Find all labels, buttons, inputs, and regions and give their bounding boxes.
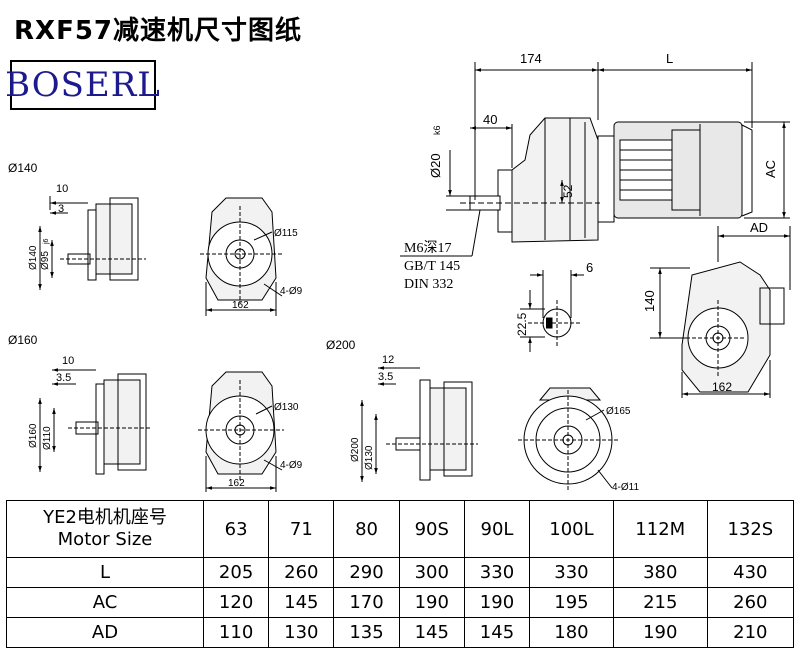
table-cell: 110 [202, 617, 270, 648]
table-cell: 260 [706, 587, 795, 618]
column-header: 90L [463, 500, 531, 558]
flange-140-front [200, 197, 283, 316]
row-label: AC [6, 587, 204, 618]
keyway-detail [520, 270, 584, 352]
flange-200-front [518, 387, 618, 492]
svg-text:Ø140: Ø140 [8, 161, 38, 175]
svg-text:162: 162 [712, 380, 732, 394]
svg-text:3: 3 [58, 203, 64, 215]
svg-text:L: L [666, 51, 673, 66]
svg-text:12: 12 [382, 354, 394, 366]
table-cell: 135 [333, 617, 400, 648]
svg-text:DIN 332: DIN 332 [404, 277, 453, 292]
table-header-row: YE2电机机座号 Motor Size 63 71 80 90S 90L 100… [6, 500, 795, 558]
brand-logo: BOSERL [5, 60, 160, 110]
svg-text:4-Ø11: 4-Ø11 [612, 482, 639, 493]
svg-text:M6深17: M6深17 [404, 240, 451, 256]
svg-text:Ø160: Ø160 [28, 423, 39, 448]
svg-text:52: 52 [561, 184, 575, 198]
table-cell: 170 [333, 587, 400, 618]
flange-160-front [198, 371, 284, 492]
table-row: L 205 260 290 300 330 330 380 430 [6, 557, 795, 588]
column-header: 80 [333, 500, 400, 558]
table-cell: 290 [333, 557, 400, 588]
table-cell: 205 [202, 557, 270, 588]
table-cell: 330 [463, 557, 531, 588]
svg-text:Ø130: Ø130 [364, 445, 375, 470]
svg-text:GB/T 145: GB/T 145 [404, 259, 460, 274]
svg-text:Ø110: Ø110 [42, 426, 53, 450]
table-cell: 120 [202, 587, 270, 618]
side-view [400, 62, 790, 257]
technical-drawing: 174 L 40 AC Ø20 k6 52 M6深17 GB/T 145 DIN… [8, 51, 791, 493]
table-row: AD 110 130 135 145 145 180 190 210 [6, 617, 795, 648]
column-header: 132S [706, 500, 795, 558]
column-header: 63 [202, 500, 270, 558]
svg-text:Ø130: Ø130 [274, 402, 299, 413]
table-cell: 190 [612, 617, 708, 648]
column-header: 100L [529, 500, 614, 558]
svg-text:10: 10 [56, 183, 68, 195]
table-cell: 300 [398, 557, 465, 588]
svg-text:40: 40 [483, 112, 497, 127]
table-cell: 145 [398, 617, 465, 648]
flange-200-side [360, 366, 478, 482]
svg-text:Ø95: Ø95 [40, 251, 51, 270]
svg-text:Ø165: Ø165 [606, 406, 631, 417]
svg-text:174: 174 [520, 51, 542, 66]
svg-text:140: 140 [642, 290, 657, 312]
table-cell: 190 [463, 587, 531, 618]
svg-text:162: 162 [228, 478, 245, 489]
flange-140-side [38, 196, 146, 290]
table-cell: 195 [529, 587, 614, 618]
svg-text:10: 10 [62, 355, 74, 367]
column-header: 112M [612, 500, 708, 558]
table-cell: 180 [529, 617, 614, 648]
svg-text:AC: AC [763, 160, 778, 178]
table-cell: 430 [706, 557, 795, 588]
svg-text:Ø200: Ø200 [326, 338, 356, 352]
svg-text:j6: j6 [43, 238, 50, 245]
svg-text:162: 162 [232, 300, 249, 311]
table-header-label: YE2电机机座号 Motor Size [6, 500, 204, 558]
table-cell: 145 [268, 587, 335, 618]
svg-text:Ø140: Ø140 [28, 245, 39, 270]
svg-text:Ø20: Ø20 [428, 153, 443, 178]
svg-text:3.5: 3.5 [56, 372, 71, 384]
side-view-labels: 174 L 40 AC Ø20 k6 52 M6深17 GB/T 145 DIN… [404, 51, 778, 292]
svg-text:Ø160: Ø160 [8, 333, 38, 347]
table-cell: 190 [398, 587, 465, 618]
table-cell: 130 [268, 617, 335, 648]
table-cell: 210 [706, 617, 795, 648]
row-label: L [6, 557, 204, 588]
svg-text:4-Ø9: 4-Ø9 [280, 286, 303, 297]
flange-160-side [38, 368, 150, 475]
svg-text:22.5: 22.5 [515, 312, 529, 336]
row-label: AD [6, 617, 204, 648]
svg-text:Ø200: Ø200 [350, 437, 361, 462]
table-cell: 380 [612, 557, 708, 588]
page-title: RXF57减速机尺寸图纸 [14, 16, 303, 46]
svg-text:6: 6 [586, 260, 593, 275]
table-row: AC 120 145 170 190 190 195 215 260 [6, 587, 795, 618]
motor-size-table: YE2电机机座号 Motor Size 63 71 80 90S 90L 100… [6, 500, 795, 648]
table-cell: 215 [612, 587, 708, 618]
table-cell: 260 [268, 557, 335, 588]
column-header: 71 [268, 500, 335, 558]
svg-text:4-Ø9: 4-Ø9 [280, 460, 303, 471]
svg-text:Ø115: Ø115 [274, 228, 298, 239]
svg-text:k6: k6 [432, 125, 442, 135]
svg-text:AD: AD [750, 220, 768, 235]
table-cell: 330 [529, 557, 614, 588]
table-cell: 145 [463, 617, 531, 648]
svg-text:3.5: 3.5 [378, 371, 393, 383]
column-header: 90S [398, 500, 465, 558]
end-view [650, 226, 791, 398]
